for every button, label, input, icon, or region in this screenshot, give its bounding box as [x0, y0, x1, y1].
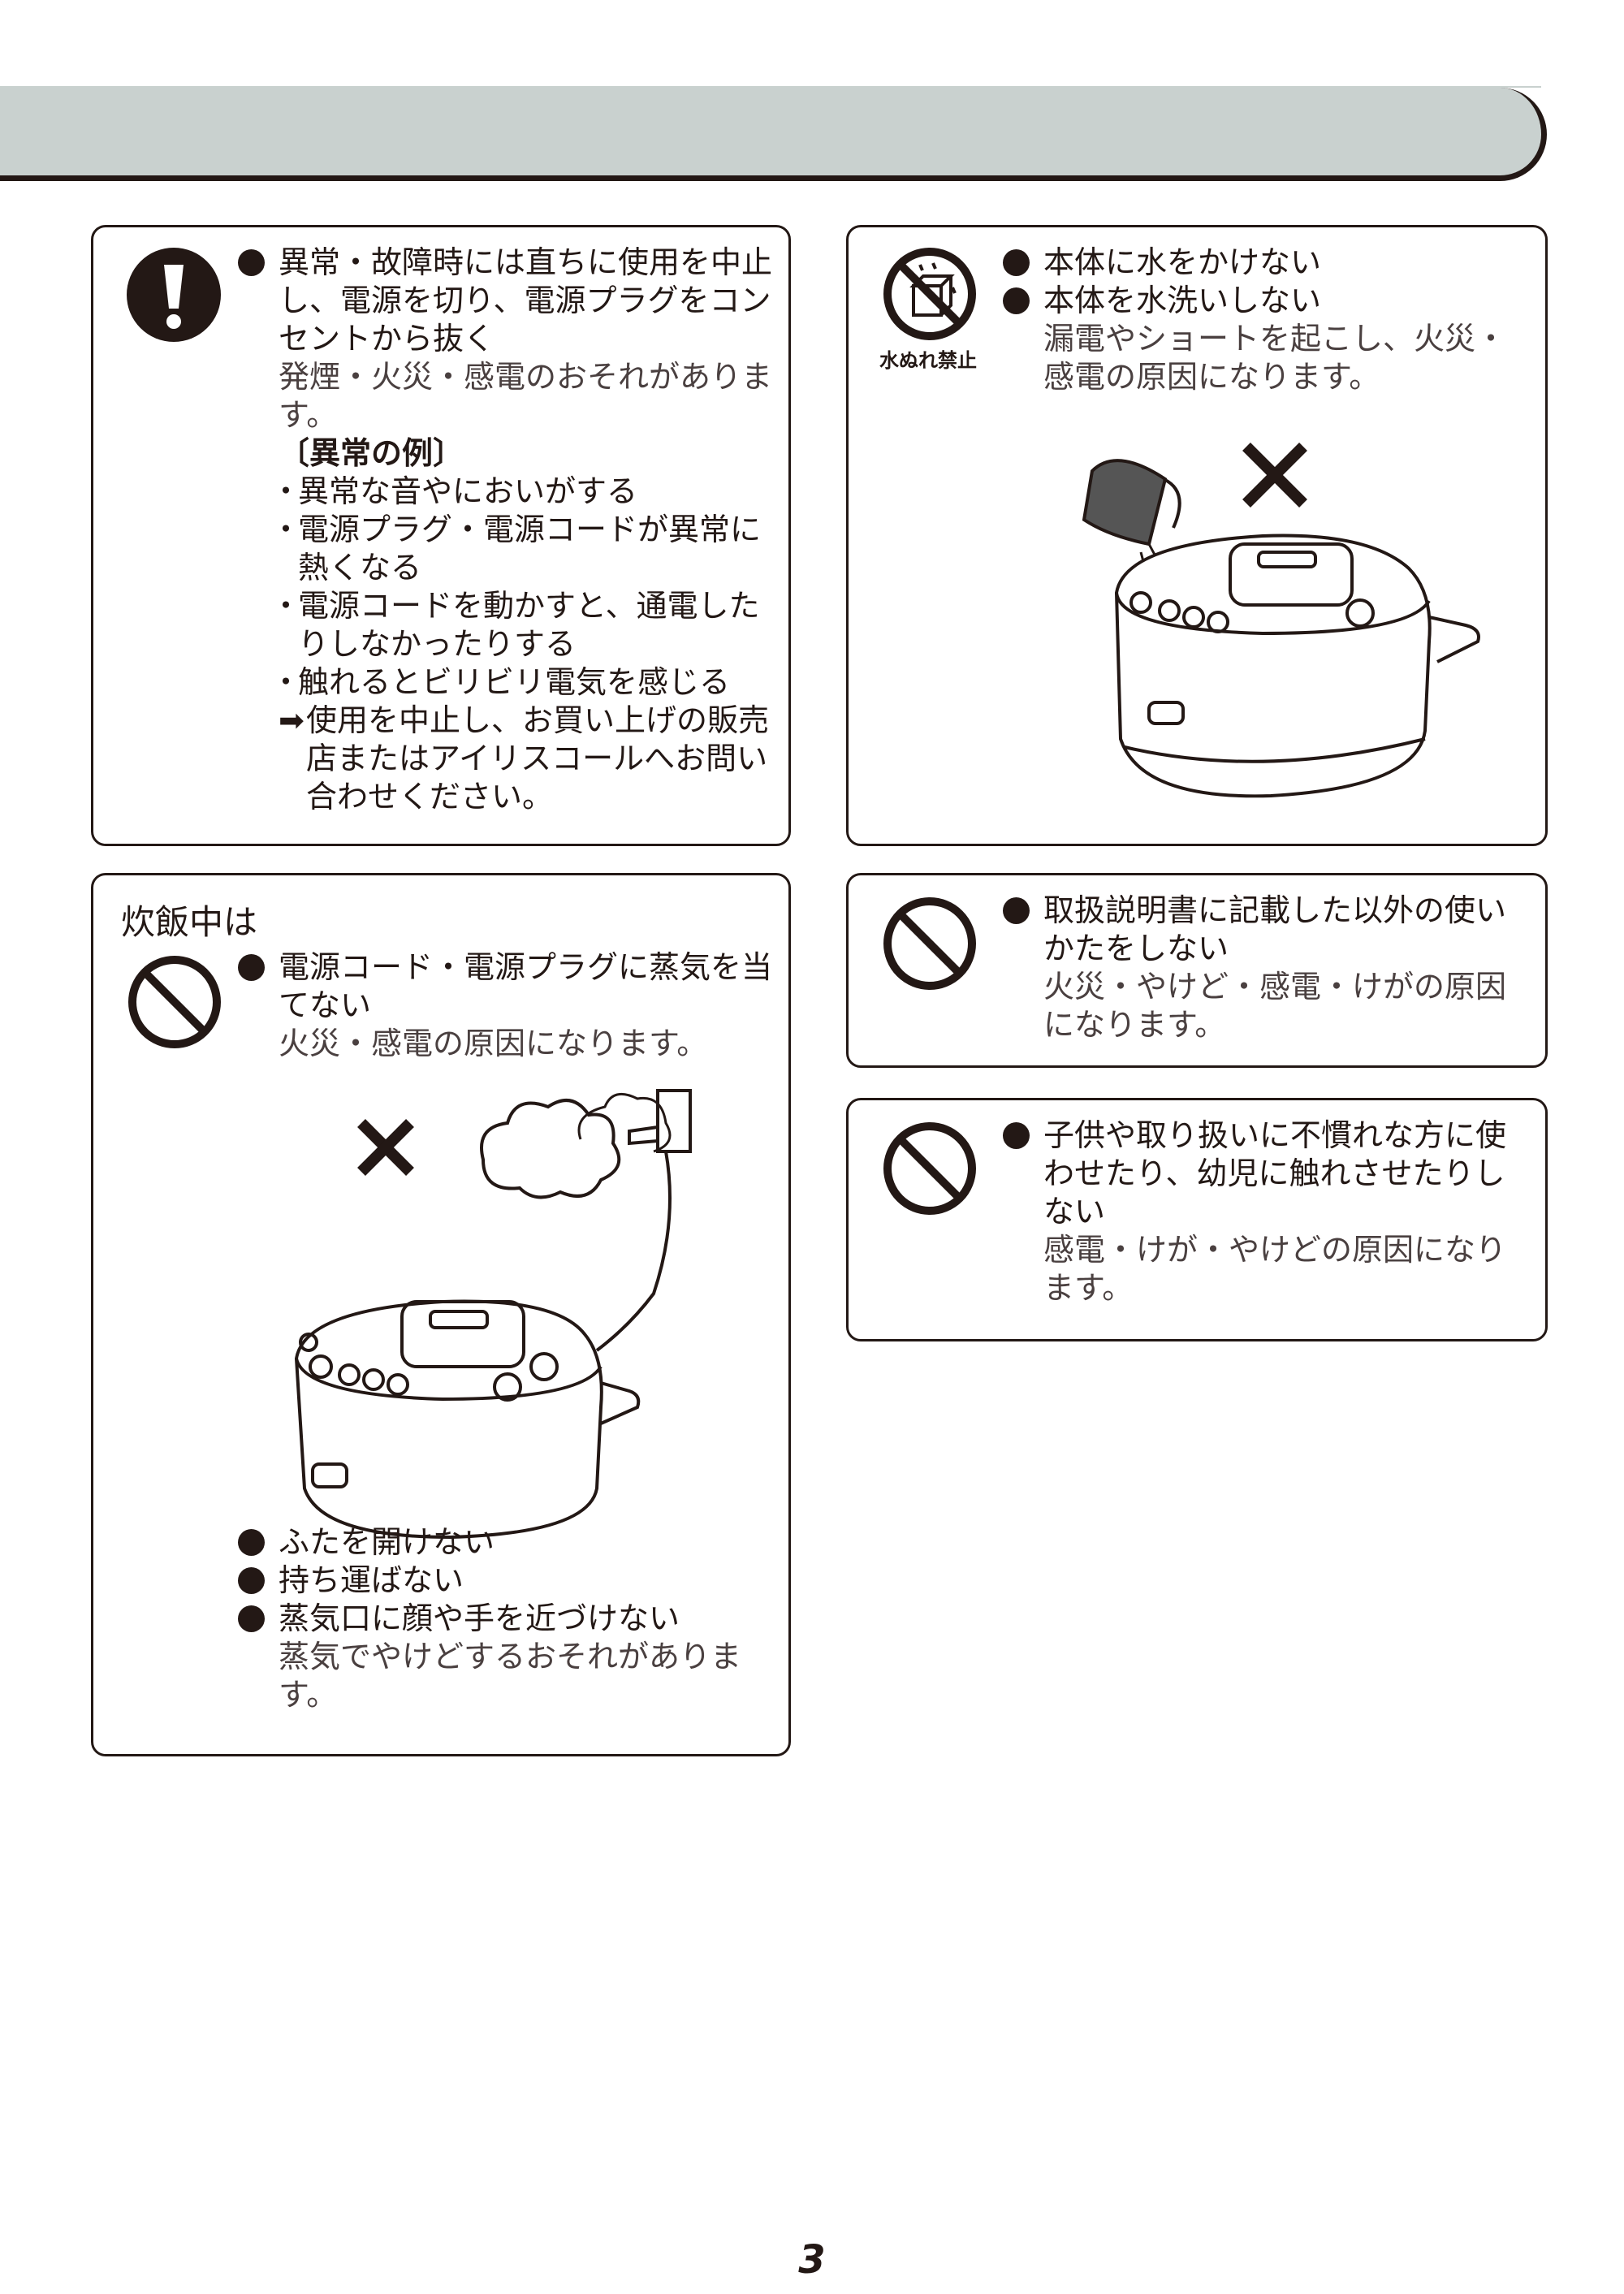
bullet-dot-icon — [1003, 249, 1030, 276]
bullet-item: 蒸気口に顔や手を近づけない 蒸気でやけどするおそれがあります。 — [238, 1600, 774, 1714]
example-item: 電源プラグ・電源コードが異常に熱くなる — [270, 511, 774, 587]
bullet-dot-icon — [238, 954, 265, 981]
bullet-item: 取扱説明書に記載した以外の使いかたをしない 火災・やけど・感電・けがの原因になり… — [1003, 892, 1531, 1044]
no-water-icon — [883, 248, 976, 340]
item-heading: 蒸気口に顔や手を近づけない — [279, 1601, 680, 1636]
action-text: 使用を中止し、お買い上げの販売店またはアイリスコールへお問い合わせください。 — [306, 702, 770, 814]
bullet-item: 持ち運ばない — [238, 1562, 774, 1600]
item-body: 感電・けが・やけどの原因になります。 — [1043, 1232, 1507, 1306]
action-note: ➡ 使用を中止し、お買い上げの販売店またはアイリスコールへお問い合わせください。 — [279, 702, 774, 816]
warning-box-water: 水ぬれ禁止 本体に水をかけない 本体を水洗いしない 漏電やショートを起こし、火災… — [846, 225, 1548, 846]
item-body: 蒸気でやけどするおそれがあります。 — [279, 1639, 742, 1713]
no-water-label: 水ぬれ禁止 — [879, 349, 977, 372]
bullet-item: 本体を水洗いしない 漏電やショートを起こし、火災・感電の原因になります。 — [1003, 282, 1531, 396]
prohibited-icon — [883, 897, 976, 990]
bullet-dot-icon — [238, 1567, 265, 1594]
bullet-dot-icon — [238, 249, 265, 276]
example-item: 電源コードを動かすと、通電したりしなかったりする — [270, 587, 774, 663]
item-body: 発煙・火災・感電のおそれがあります。 — [279, 359, 773, 433]
warning-box-cooking: 炊飯中は 電源コード・電源プラグに蒸気を当てない 火災・感電の原因になります。 — [91, 873, 791, 1756]
item-heading: 取扱説明書に記載した以外の使いかたをしない — [1043, 892, 1507, 966]
example-item: 異常な音やにおいがする — [270, 473, 774, 511]
item-heading: ふたを開けない — [279, 1524, 495, 1560]
bullet-dot-icon — [238, 1529, 265, 1556]
prohibited-icon — [883, 1122, 976, 1215]
item-heading: 本体を水洗いしない — [1043, 283, 1322, 318]
bullet-dot-icon — [1003, 1122, 1030, 1149]
exclamation-icon — [127, 248, 221, 342]
item-body: 火災・やけど・感電・けがの原因になります。 — [1043, 969, 1507, 1043]
section-header-bar — [0, 86, 1547, 181]
section-title: 炊飯中は — [121, 902, 258, 942]
bullet-item: 子供や取り扱いに不慣れな方に使わせたり、幼児に触れさせたりしない 感電・けが・や… — [1003, 1117, 1531, 1307]
item-body: 火災・感電の原因になります。 — [279, 1026, 708, 1061]
arrow-right-icon: ➡ — [279, 702, 304, 738]
example-title: 〔異常の例〕 — [279, 435, 464, 471]
item-body: 漏電やショートを起こし、火災・感電の原因になります。 — [1043, 321, 1507, 395]
rice-cooker-steam-illustration — [294, 1089, 692, 1540]
bullet-dot-icon — [1003, 287, 1030, 314]
item-heading: 持ち運ばない — [279, 1562, 464, 1598]
bullet-item: 本体に水をかけない — [1003, 244, 1531, 282]
warning-box-children: 子供や取り扱いに不慣れな方に使わせたり、幼児に触れさせたりしない 感電・けが・や… — [846, 1098, 1548, 1341]
bullet-dot-icon — [238, 1605, 265, 1632]
bullet-item: 電源コード・電源プラグに蒸気を当てない 火災・感電の原因になります。 — [238, 948, 774, 1063]
item-heading: 本体に水をかけない — [1043, 244, 1322, 280]
rice-cooker-water-illustration — [1082, 443, 1480, 798]
bullet-item: ふたを開けない — [238, 1523, 774, 1562]
warning-box-misuse: 取扱説明書に記載した以外の使いかたをしない 火災・やけど・感電・けがの原因になり… — [846, 873, 1548, 1068]
item-heading: 異常・故障時には直ちに使用を中止し、電源を切り、電源プラグをコンセントから抜く — [279, 244, 773, 356]
item-heading: 子供や取り扱いに不慣れな方に使わせたり、幼児に触れさせたりしない — [1043, 1117, 1507, 1229]
warning-box-abnormal: 異常・故障時には直ちに使用を中止し、電源を切り、電源プラグをコンセントから抜く … — [91, 225, 791, 846]
page-number: 3 — [798, 2237, 826, 2283]
bullet-item: 異常・故障時には直ちに使用を中止し、電源を切り、電源プラグをコンセントから抜く … — [238, 244, 774, 816]
bullet-dot-icon — [1003, 897, 1030, 924]
prohibited-icon — [128, 956, 221, 1048]
item-heading: 電源コード・電源プラグに蒸気を当てない — [279, 949, 773, 1023]
example-item: 触れるとビリビリ電気を感じる — [270, 663, 774, 702]
